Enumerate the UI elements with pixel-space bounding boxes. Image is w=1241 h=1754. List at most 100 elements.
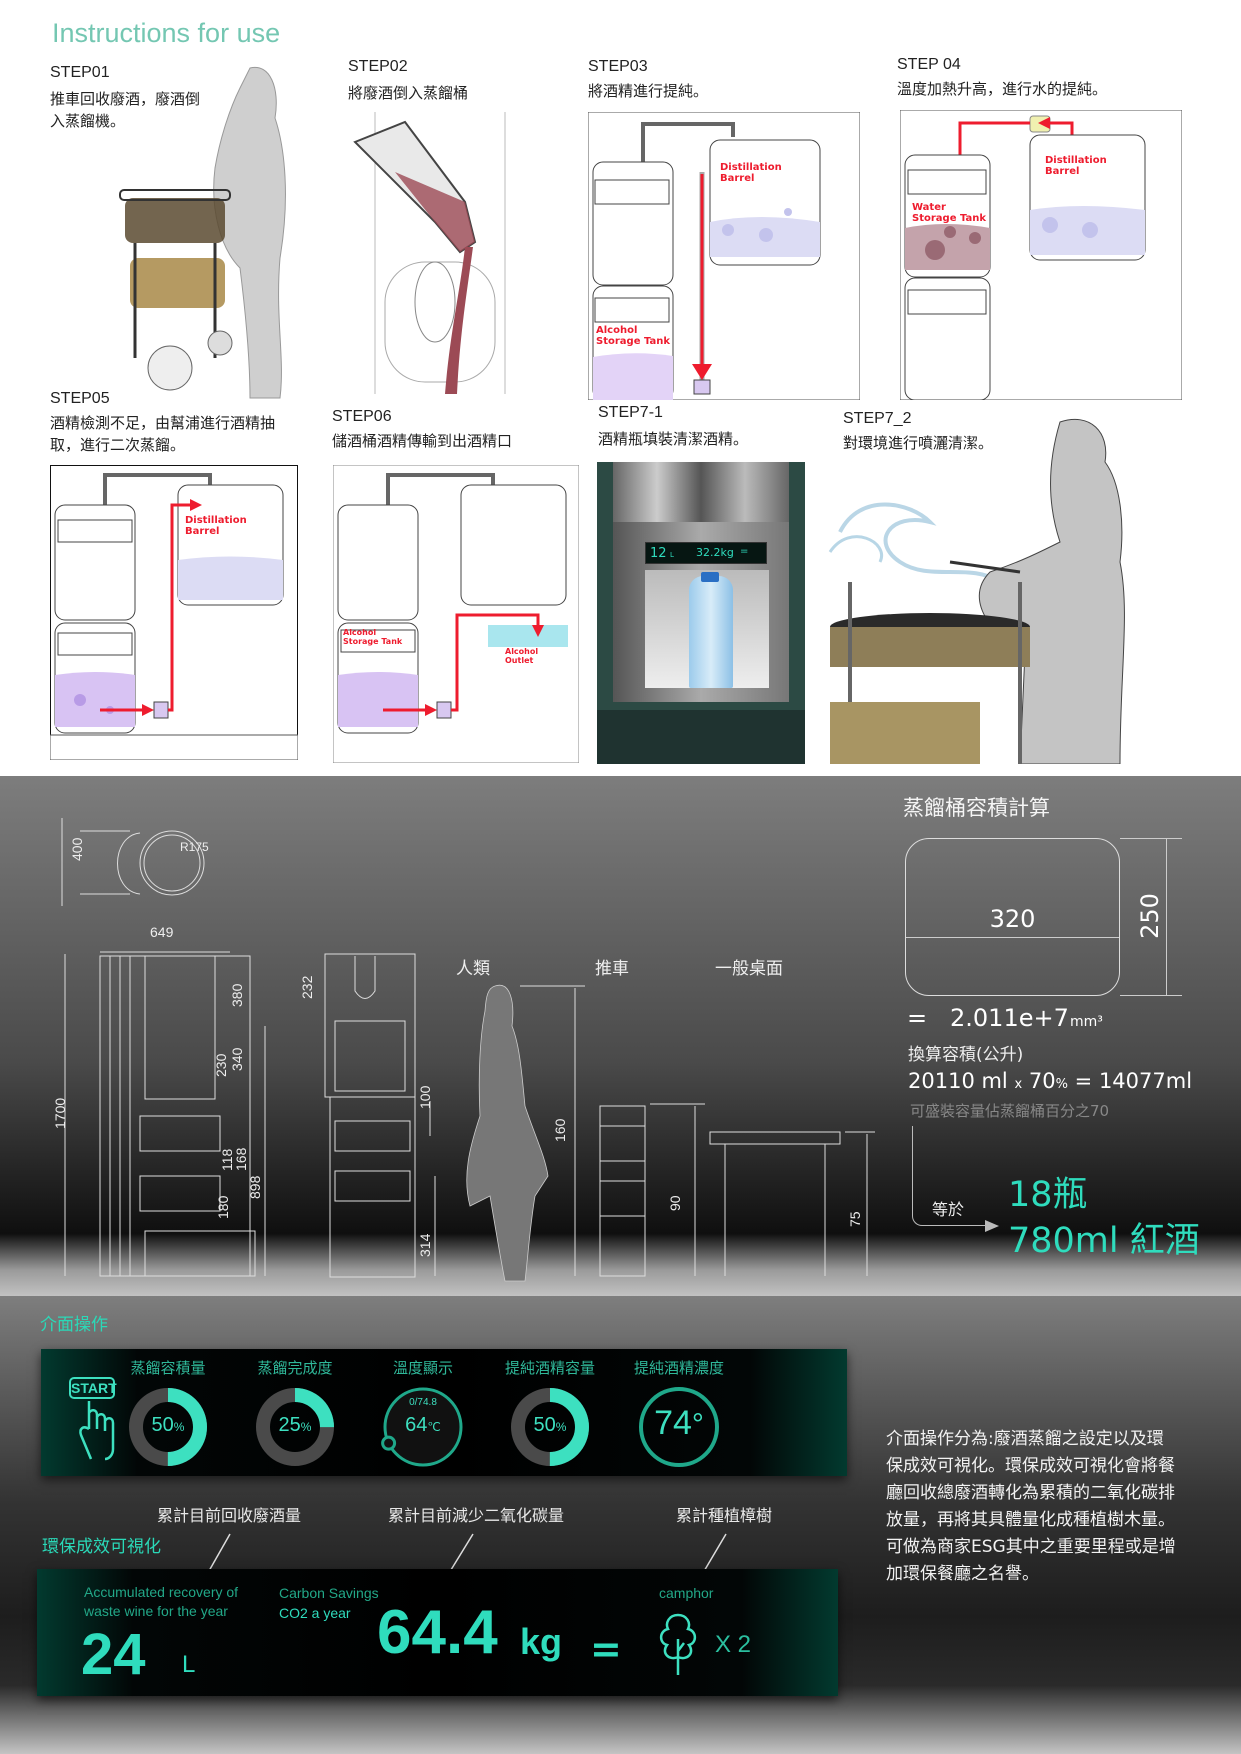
display-weight: 32.2kg (696, 546, 734, 559)
gauge-title: 蒸餾容積量 (130, 1359, 206, 1377)
barrel-height: 250 (1136, 893, 1164, 939)
eco-title: 環保成效可視化 (42, 1537, 161, 1557)
display-equals: = (740, 546, 749, 557)
gauge-ring (381, 1387, 463, 1467)
step06-label: STEP06 (332, 408, 392, 425)
barrel-width: 320 (989, 905, 1036, 933)
gauge-unit: ℃ (427, 1420, 441, 1434)
step7-2-illustration (820, 412, 1180, 764)
wine-bottle-pour-icon (353, 112, 506, 394)
dim-168: 168 (233, 1147, 249, 1171)
capacity-formula: 20110 ml x 70% = 14077ml (908, 1069, 1192, 1093)
label-table: 一般桌面 (715, 959, 783, 978)
dimensions-section: 400 R175 649 1700 380 340 230 118 168 18… (0, 776, 1241, 1296)
step7-2-label: STEP7_2 (843, 410, 912, 427)
gauge-value: 25% (235, 1414, 355, 1437)
dim-898: 898 (247, 1175, 263, 1199)
step03-label: STEP03 (588, 58, 648, 75)
label-human: 人類 (456, 959, 490, 978)
recovery-value: 24 (81, 1622, 146, 1687)
step02-desc: 將廢酒倒入蒸餾桶 (348, 84, 469, 102)
alcohol-transfer-diagram (333, 465, 579, 763)
step04-label: STEP 04 (897, 56, 961, 73)
tag-alcohol-outlet: Alcohol Outlet (505, 647, 539, 665)
tag-alcohol-storage-tank: Alcohol Storage Tank (596, 325, 671, 347)
gauge-number: 50 (533, 1414, 556, 1436)
step01-illustration (110, 58, 290, 408)
gauge-ring (511, 1388, 589, 1466)
hand-pointer-icon (79, 1401, 115, 1461)
tree-icon (659, 1613, 697, 1675)
step06-diagram: Alcohol Storage Tank Alcohol Outlet (333, 465, 579, 763)
formula-percent-unit: % (1055, 1077, 1068, 1092)
formula-percent: 70 (1028, 1069, 1056, 1093)
gauge-value: 50% (108, 1414, 228, 1437)
bottle-type: 780ml 紅酒 (1008, 1221, 1200, 1261)
step05-label: STEP05 (50, 390, 110, 407)
step03-desc: 將酒精進行提純。 (588, 82, 709, 100)
step02-label: STEP02 (348, 58, 408, 75)
interface-description: 介面操作分為:廢酒蒸餾之設定以及環保成效可視化。環保成效可視化會將餐廳回收總廢酒… (886, 1429, 1176, 1584)
eco-panel: Accumulated recovery of waste wine for t… (37, 1569, 838, 1696)
bottle-count: 18瓶 (1008, 1175, 1088, 1215)
tag-alcohol-storage-tank: Alcohol Storage Tank (343, 628, 403, 646)
dim-180: 180 (215, 1195, 231, 1219)
formula-volume: 20110 ml (908, 1069, 1008, 1093)
volume-value: 2.011e+7 (950, 1004, 1069, 1032)
recovery-unit: L (182, 1651, 196, 1678)
gauge-ring (256, 1388, 334, 1466)
step03-diagram: Distillation Barrel Alcohol Storage Tank (588, 112, 860, 400)
tag-distillation-barrel: Distillation Barrel (185, 515, 247, 537)
dim-r175: R175 (180, 840, 209, 854)
step7-2-desc: 對環境進行噴灑清潔。 (843, 434, 994, 452)
step7-1-machine-photo: 12 L 32.2kg = (597, 462, 805, 764)
callout-trees: 累計種植樟樹 (676, 1506, 773, 1525)
dim-90: 90 (667, 1195, 683, 1211)
capacity-note: 可盛裝容量佔蒸餾桶百分之70 (910, 1102, 1110, 1120)
gauge-unit: % (555, 1420, 567, 1434)
dim-230: 230 (213, 1053, 229, 1077)
gauge-title: 蒸餾完成度 (257, 1359, 333, 1377)
carbon-sub: CO2 a year (279, 1605, 351, 1621)
gauge-value: 64℃ (363, 1414, 483, 1437)
label-cart: 推車 (595, 959, 629, 978)
gauge-number: 74 (654, 1404, 692, 1442)
formula-equals: = (1074, 1069, 1093, 1093)
formula-times: x (1014, 1077, 1023, 1092)
gauge-title: 提純酒精濃度 (633, 1359, 724, 1377)
dim-75: 75 (847, 1211, 863, 1227)
equals-sign: = (590, 1627, 622, 1671)
step01-label: STEP01 (50, 64, 110, 81)
bottle-icon (689, 576, 733, 688)
dim-1700: 1700 (52, 1097, 68, 1129)
gauge-unit: % (173, 1420, 185, 1434)
tag-distillation-barrel: Distillation Barrel (1045, 155, 1107, 177)
arrow-connector (912, 1126, 987, 1226)
height-dimension (1120, 838, 1182, 996)
dim-400: 400 (69, 837, 85, 861)
gauge-arc (639, 1387, 719, 1467)
gauge-arc (129, 1388, 207, 1466)
spray-cleaning-icon (828, 418, 1125, 764)
formula-result: 14077ml (1098, 1069, 1193, 1093)
gauge-arc (383, 1387, 463, 1467)
dimension-drawings (61, 818, 875, 1282)
tag-distillation-barrel: Distillation Barrel (720, 162, 782, 184)
carbon-label: Carbon Savings (279, 1585, 379, 1601)
gauge-number: 50 (151, 1414, 174, 1436)
dim-232: 232 (299, 975, 315, 999)
tree-label: camphor (659, 1585, 714, 1601)
step01-desc: 推車回收廢酒，廢酒倒入蒸餾機。 (50, 90, 201, 130)
volume-unit: mm³ (1070, 1014, 1103, 1030)
gauge-knob (381, 1435, 397, 1451)
pump-extraction-diagram (50, 465, 298, 760)
gauge-arc (511, 1388, 589, 1466)
dim-340: 340 (229, 1047, 245, 1071)
distillation-diagram (588, 112, 860, 400)
machine-display: 12 L 32.2kg = (645, 542, 767, 564)
step06-desc: 儲酒桶酒精傳輸到出酒精口 (332, 432, 513, 450)
display-unit: L (670, 551, 674, 559)
tag-water-storage-tank: Water Storage Tank (912, 202, 987, 224)
step7-1-label: STEP7-1 (598, 404, 663, 421)
start-button[interactable]: START (69, 1377, 117, 1399)
